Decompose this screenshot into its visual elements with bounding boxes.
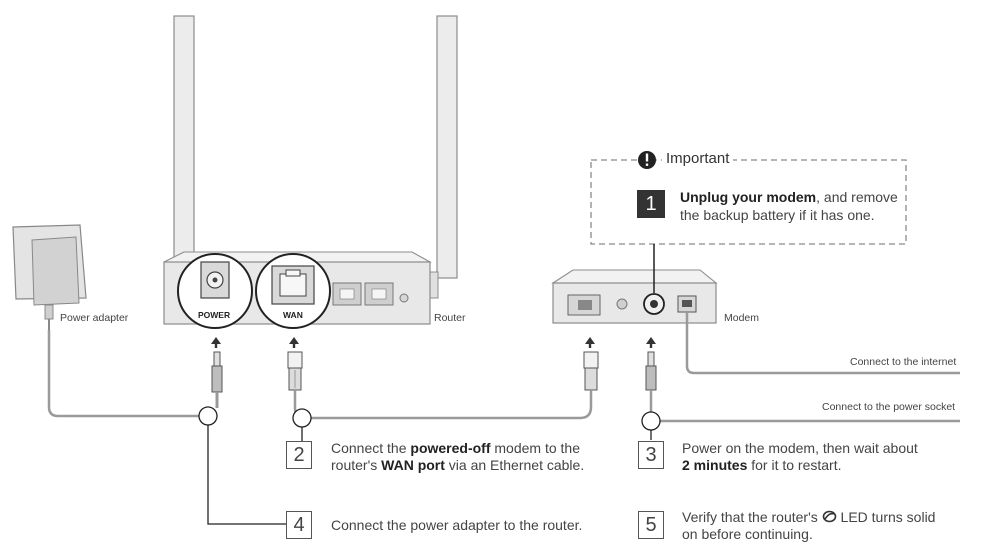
- step-4-text: Connect the power adapter to the router.: [331, 517, 583, 533]
- step-4-number: 4: [286, 511, 312, 539]
- step-1-text: Unplug your modem, and remove the backup…: [680, 189, 898, 223]
- power-adapter: [12, 224, 87, 330]
- arrow-up-icon: [211, 337, 656, 348]
- power-port-label: POWER: [198, 310, 231, 320]
- modem-power-plug: [645, 351, 657, 391]
- step-5-number: 5: [638, 511, 664, 539]
- power-adapter-label: Power adapter: [60, 312, 129, 324]
- internet-led-icon: [822, 510, 836, 523]
- step-5-text: Verify that the router's LED turns solid…: [682, 509, 936, 542]
- important-title: Important: [662, 150, 734, 167]
- router-ethernet-plug: [287, 351, 303, 391]
- modem-label: Modem: [724, 312, 760, 324]
- step-1-number: 1: [637, 190, 665, 218]
- router-label: Router: [434, 312, 466, 324]
- step-3-text: Power on the modem, then wait about 2 mi…: [682, 440, 918, 473]
- important-box: [590, 159, 907, 245]
- step-3-number: 3: [638, 441, 664, 469]
- power-port-zoom: [177, 253, 253, 329]
- router-power-plug: [211, 351, 223, 408]
- connect-internet-label: Connect to the internet: [850, 356, 957, 368]
- wan-port-label: WAN: [283, 310, 303, 320]
- router-antennas: [173, 15, 458, 299]
- modem: [551, 269, 718, 324]
- step-leaders: [198, 406, 661, 525]
- wan-port-zoom: [255, 253, 331, 329]
- connect-power-socket-label: Connect to the power socket: [822, 401, 956, 413]
- modem-ethernet-plug: [583, 351, 599, 391]
- step-2-number: 2: [286, 441, 312, 469]
- step-2-text: Connect the powered-off modem to the rou…: [331, 440, 585, 473]
